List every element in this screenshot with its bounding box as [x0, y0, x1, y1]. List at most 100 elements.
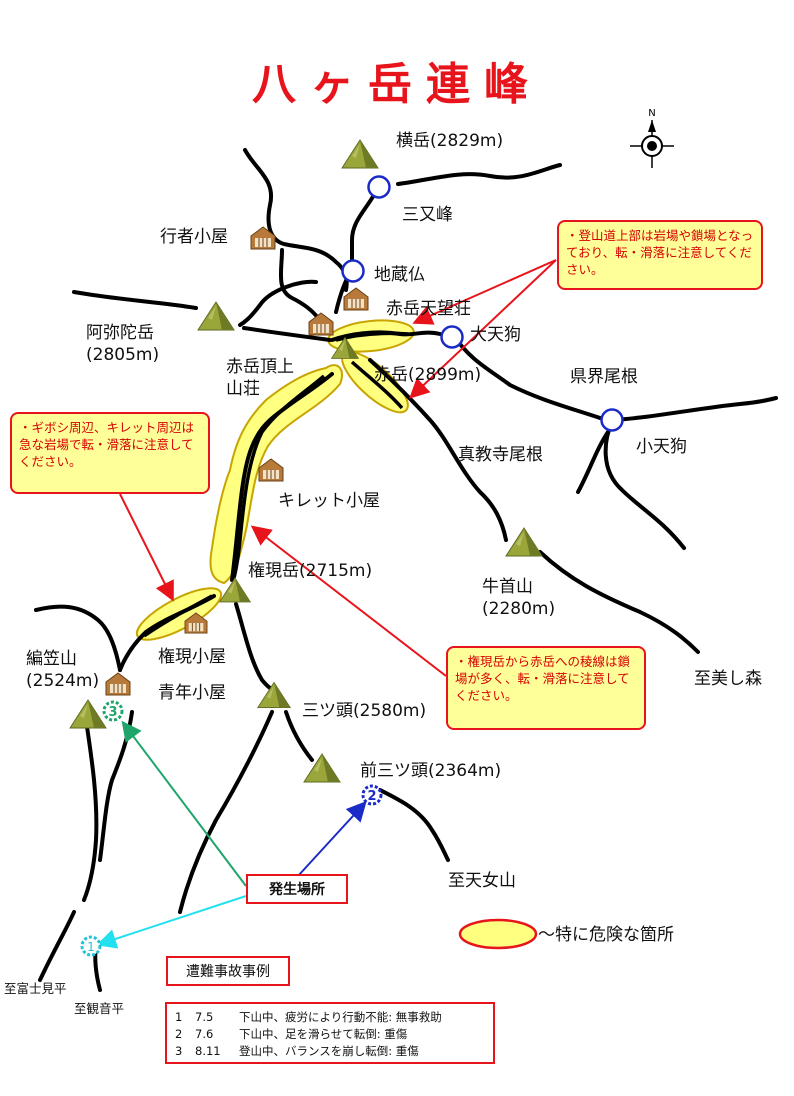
hut-icon-tenbo: [343, 287, 369, 311]
peak-elev-maemitsugashira: (2364m): [428, 761, 502, 781]
place-label-kenkaione: 県界尾根: [570, 367, 638, 387]
junction-odaitengu: [440, 325, 464, 349]
peak-name-gongendake: 権現岳: [248, 561, 299, 581]
trail-kotengu-spur: [576, 430, 610, 494]
peak-elev-mitsugashira: (2580m): [353, 701, 427, 721]
peak-label-amigasayama: 編笠山 (2524m): [26, 648, 126, 692]
hut-label-chojo-line2: 山荘: [226, 379, 260, 399]
trail-odaitengu-kenkai: [452, 334, 602, 420]
hut-label-tenbo: 赤岳天望荘: [386, 299, 471, 319]
trail-mae-tennyo: [378, 788, 450, 862]
peak-icon-ushikubiyama: [505, 527, 543, 557]
incident-markers: 3 2 1: [80, 700, 383, 957]
junctions: [341, 175, 624, 432]
place-label-utsukushimori: 至美し森: [694, 669, 762, 689]
case-row-2: 2 7.6 下山中、足を滑らせて転倒: 重傷: [175, 1026, 407, 1042]
compass-rose-icon: N: [630, 108, 674, 168]
junction-kotengu: [600, 408, 624, 432]
incident-origin-box: 発生場所: [246, 874, 348, 904]
incident-origin-label: 発生場所: [269, 882, 325, 898]
peak-icon-mitsugashira: [257, 681, 291, 709]
peak-label-gongendake: 権現岳(2715m): [248, 560, 372, 582]
peak-icon-yokodake: [341, 139, 379, 169]
case-text: 下山中、疲労により行動不能: 無事救助: [239, 1010, 442, 1024]
peak-name-ushikubiyama: 牛首山: [482, 577, 533, 597]
place-label-tennyo: 至天女山: [448, 871, 516, 891]
case-date: 7.5: [195, 1010, 214, 1024]
trail-amida-akadake: [242, 326, 332, 342]
trail-gongen-mitsugashira: [234, 602, 280, 696]
place-label-sanmata: 三又峰: [402, 205, 453, 225]
peak-name-amigasayama: 編笠山: [26, 649, 77, 669]
incident-marker-1-label: 1: [87, 940, 95, 954]
incident-arrows: [96, 720, 367, 949]
peak-elev-gongendake: (2715m): [299, 561, 373, 581]
place-label-kannon: 至観音平: [74, 1001, 125, 1016]
cases-title: 遭難事故事例: [186, 964, 270, 980]
trail-amida-chojo: [72, 290, 198, 310]
hut-label-kiretto: キレット小屋: [278, 491, 380, 511]
trail-ushikubi-bishi: [538, 550, 700, 654]
case-text: 下山中、足を滑らせて転倒: 重傷: [239, 1027, 408, 1041]
place-label-jizo: 地蔵仏: [374, 265, 425, 285]
trail-gyoja-amida: [238, 279, 318, 327]
junction-sanmata: [367, 175, 391, 199]
incident-marker-3: 3: [102, 700, 124, 722]
case-row-1: 1 7.5 下山中、疲労により行動不能: 無事救助: [175, 1009, 442, 1025]
ridge-line-gongen: [142, 594, 213, 638]
peak-label-ushikubiyama: 牛首山 (2280m): [482, 576, 582, 620]
place-label-odaitengu: 大天狗: [470, 325, 521, 345]
case-text: 登山中、バランスを崩し転倒: 重傷: [239, 1044, 419, 1058]
peak-elev-amigasayama: (2524m): [26, 671, 100, 691]
incident-marker-3-label: 3: [108, 705, 117, 720]
case-date: 8.11: [195, 1044, 221, 1058]
trail-kotengu-east: [610, 396, 778, 422]
trail-kotengu-south: [603, 420, 686, 550]
place-label-kotengu: 小天狗: [636, 437, 687, 457]
cases-title-box: 遭難事故事例: [166, 956, 290, 986]
trail-mitsugashira-mae: [284, 710, 314, 762]
case-num: 2: [175, 1027, 183, 1041]
case-date: 7.6: [195, 1027, 214, 1041]
trail-yokodake-sanmata: [350, 186, 380, 270]
hut-label-chojo: 赤岳頂上 山荘: [226, 356, 326, 400]
peak-icon-amigasayama: [69, 699, 107, 729]
incident-arrow-1: [96, 895, 247, 949]
ridge-lines: [142, 331, 409, 638]
trail-gyoja-west: [243, 148, 349, 292]
hut-label-seinen: 青年小屋: [158, 683, 226, 703]
place-label-shinkyoji: 真教寺尾根: [458, 445, 543, 465]
peak-elev-yokodake: (2829m): [430, 131, 504, 151]
trail-shinkyoji: [368, 358, 508, 542]
trail-amigasa-west: [34, 604, 122, 672]
peak-elev-akadake: (2899m): [408, 365, 482, 385]
cases-table: 1 7.5 下山中、疲労により行動不能: 無事救助 2 7.6 下山中、足を滑らせて転倒…: [165, 1002, 495, 1064]
legend-danger-label: ～特に危険な箇所: [538, 925, 674, 945]
peak-name-maemitsugashira: 前三ツ頭: [360, 761, 428, 781]
trail-seinen-south: [98, 710, 134, 862]
incident-arrow-2: [297, 801, 367, 877]
note-arrow-ridge: [250, 525, 447, 677]
hut-icon-chojo: [308, 312, 334, 336]
trail-amigasa-south: [82, 718, 99, 902]
caution-note-upper-trail: ・登山道上部は岩場や鎖場となっており、転・滑落に注意してください。: [557, 220, 763, 290]
legend-danger-swatch: [458, 918, 538, 950]
peak-label-yokodake: 横岳(2829m): [396, 130, 503, 152]
caution-note-giboshi-kiretto: ・ギボシ周辺、キレット周辺は急な岩場で転・滑落に注意してください。: [10, 412, 210, 494]
note-arrow-tenbo: [412, 259, 557, 325]
note-arrow-akadake: [409, 259, 557, 399]
hut-icon-kiretto: [258, 458, 284, 482]
trail-mitsugashira-south: [178, 710, 274, 914]
peak-icon-amidadake: [197, 301, 235, 331]
trail-main-ridge-north: [396, 163, 562, 186]
peak-name-amidadake: 阿弥陀岳: [86, 323, 154, 343]
ridge-line-kiretto: [232, 374, 326, 579]
hut-label-gyoja: 行者小屋: [160, 227, 228, 247]
ridge-line-akadake: [350, 360, 404, 410]
peak-label-akadake: 赤岳(2899m): [374, 364, 481, 386]
peak-label-maemitsugashira: 前三ツ頭(2364m): [360, 760, 501, 782]
case-num: 1: [175, 1010, 183, 1024]
compass-north-label: N: [648, 108, 655, 119]
incident-arrow-3: [121, 720, 247, 887]
